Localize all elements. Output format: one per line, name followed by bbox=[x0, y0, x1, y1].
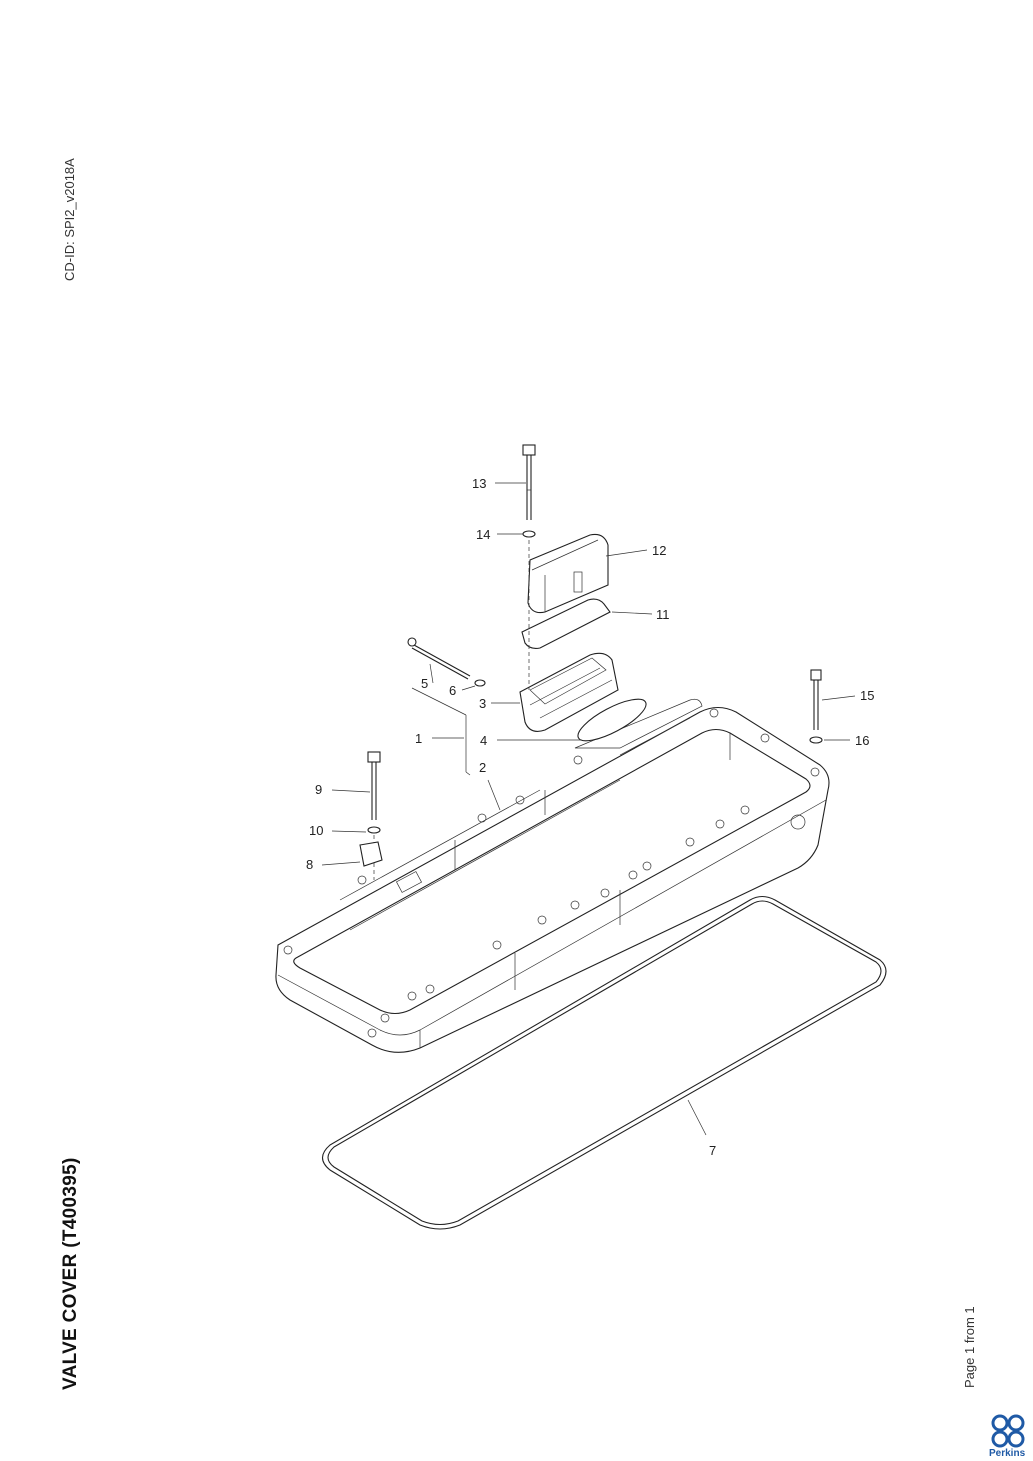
callout-4: 4 bbox=[480, 733, 487, 748]
callout-14: 14 bbox=[476, 527, 490, 542]
seal-part-4 bbox=[577, 698, 647, 742]
breather-cover-part-12 bbox=[527, 533, 609, 614]
callout-6: 6 bbox=[449, 683, 456, 698]
callout-labels: 13 14 12 11 5 6 3 1 4 2 9 10 8 15 16 7 bbox=[306, 476, 874, 1158]
callout-7: 7 bbox=[709, 1143, 716, 1158]
callout-11: 11 bbox=[656, 607, 670, 622]
brand-name: Perkins bbox=[989, 1448, 1026, 1459]
perkins-logo-icon bbox=[991, 1414, 1025, 1448]
breather-base-part-3 bbox=[519, 652, 619, 732]
bracket-part-8 bbox=[359, 841, 383, 867]
washer-part-16 bbox=[809, 736, 823, 744]
callout-12: 12 bbox=[652, 543, 666, 558]
callout-5: 5 bbox=[421, 676, 428, 691]
gasket-part-7 bbox=[321, 895, 887, 1230]
callout-2: 2 bbox=[479, 760, 486, 775]
washer-part-6 bbox=[474, 679, 486, 687]
callout-15: 15 bbox=[860, 688, 874, 703]
callout-10: 10 bbox=[309, 823, 323, 838]
washer-part-10 bbox=[367, 826, 381, 834]
callout-9: 9 bbox=[315, 782, 322, 797]
washer-part-14 bbox=[522, 530, 536, 538]
callout-16: 16 bbox=[855, 733, 869, 748]
leader-lines bbox=[321, 482, 856, 1136]
valve-cover-frame-part-2 bbox=[275, 698, 830, 1053]
callout-13: 13 bbox=[472, 476, 486, 491]
callout-8: 8 bbox=[306, 857, 313, 872]
gasket-part-11 bbox=[521, 598, 611, 649]
callout-3: 3 bbox=[479, 696, 486, 711]
callout-1: 1 bbox=[415, 731, 422, 746]
bolt-part-15 bbox=[810, 669, 822, 730]
bolt-part-5 bbox=[407, 637, 471, 680]
bolt-part-13 bbox=[522, 444, 536, 690]
